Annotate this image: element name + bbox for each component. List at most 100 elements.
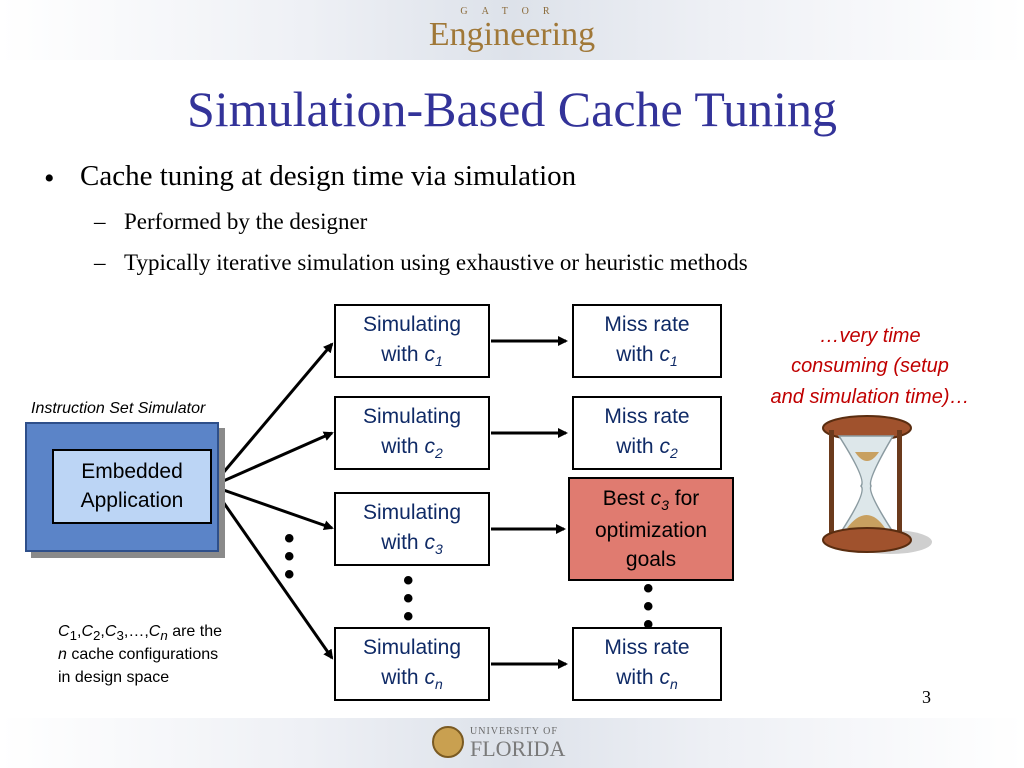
sim-config: with c3 <box>381 528 442 560</box>
embedded-application-box: Embedded Application <box>52 449 212 524</box>
caption-line-1: C1,C2,C3,…,Cn are the <box>58 623 222 643</box>
caption-sep: , <box>100 623 105 640</box>
ellipsis-dots-right: • • • <box>643 572 654 641</box>
c-subscript: 1 <box>434 352 443 369</box>
with-text: with <box>616 434 660 458</box>
sim-box-c2: Simulating with c2 <box>334 396 490 470</box>
c-symbol: C <box>148 623 161 640</box>
iss-label: Instruction Set Simulator <box>31 400 206 417</box>
miss-label: Miss rate <box>604 313 690 337</box>
miss-label: Miss rate <box>604 405 690 429</box>
ellipsis-dots-middle: • • • <box>403 564 414 633</box>
with-text: with <box>616 665 660 689</box>
c-subscript: 3 <box>661 496 669 513</box>
c-symbol: c <box>659 342 670 366</box>
sim-box-cn: Simulating with cn <box>334 627 490 701</box>
page-number: 3 <box>922 687 931 707</box>
sim-config: with cn <box>381 663 442 695</box>
sim-config: with c2 <box>381 432 442 464</box>
c-symbol: c <box>650 486 662 510</box>
arrow-to-sim-3 <box>211 484 334 531</box>
best-text: Best <box>602 486 651 510</box>
c-subscript: 2 <box>434 444 443 461</box>
miss-config: with c2 <box>616 432 677 464</box>
caption-rest-1: cache configurations <box>66 646 219 663</box>
caption-sep: , <box>76 623 82 640</box>
slide-title: Simulation-Based Cache Tuning <box>187 81 837 137</box>
note-line-2: consuming (setup <box>791 355 949 377</box>
c-symbol: c <box>424 434 435 458</box>
logo-gator-text: GATOR <box>460 6 564 17</box>
c-symbol: c <box>659 434 670 458</box>
bullet-marker: • <box>44 162 55 195</box>
best-line-1: Best c3 for <box>603 484 700 516</box>
c-symbol: c <box>424 342 435 366</box>
sim-label: Simulating <box>362 636 462 660</box>
footer-band <box>0 718 1024 768</box>
uf-university-of: UNIVERSITY OF <box>470 726 558 737</box>
caption-are-the: are the <box>167 623 223 640</box>
with-text: with <box>381 530 425 554</box>
c-subscript: 1 <box>669 352 678 369</box>
miss-box-c2: Miss rate with c2 <box>572 396 722 470</box>
c-subscript: 2 <box>669 444 678 461</box>
note-line-1: …very time <box>819 325 921 347</box>
miss-config: with c1 <box>616 340 677 372</box>
logo-engineering-text: Engineering <box>428 16 596 53</box>
dash-marker-2: – <box>94 250 106 275</box>
hourglass-icon <box>822 415 932 554</box>
uf-florida: FLORIDA <box>470 736 566 761</box>
best-line-2: optimization <box>594 518 708 542</box>
best-c3-box: Best c3 for optimization goals <box>568 477 734 581</box>
miss-config: with cn <box>616 663 677 695</box>
subbullet-performed: Performed by the designer <box>124 209 368 234</box>
subbullet-iterative: Typically iterative simulation using exh… <box>124 250 748 275</box>
with-text: with <box>381 434 425 458</box>
uf-seal-icon <box>432 726 464 758</box>
miss-box-cn: Miss rate with cn <box>572 627 722 701</box>
sim-box-c1: Simulating with c1 <box>334 304 490 378</box>
c-subscript: 2 <box>93 628 101 644</box>
header-band <box>0 0 1024 60</box>
c-subscript: 3 <box>116 628 124 644</box>
c-symbol: C <box>81 623 93 640</box>
sim-label: Simulating <box>362 313 462 337</box>
dash-marker-1: – <box>94 209 106 234</box>
note-line-3: and simulation time)… <box>770 386 970 408</box>
caption-sep: , <box>123 623 129 640</box>
gator-engineering-logo: GATOR Engineering <box>412 4 612 56</box>
c-symbol: c <box>424 665 435 689</box>
sim-label: Simulating <box>362 405 462 429</box>
caption-line-2: n cache configurations <box>58 646 218 664</box>
caption-line-3: in design space <box>58 669 170 686</box>
with-text: with <box>381 665 425 689</box>
arrow-to-sim-n <box>210 485 334 660</box>
embedded-line-2: Application <box>80 488 184 512</box>
c-subscript: 1 <box>69 628 77 644</box>
c-symbol: c <box>659 665 670 689</box>
c-symbol: C <box>58 623 70 640</box>
c-subscript: n <box>160 628 168 644</box>
caption-ellipsis: … <box>128 623 145 640</box>
for-text: for <box>668 486 700 510</box>
c-subscript: n <box>434 675 443 692</box>
miss-box-c1: Miss rate with c1 <box>572 304 722 378</box>
embedded-line-1: Embedded <box>81 460 183 484</box>
c-subscript: n <box>669 675 678 692</box>
best-line-3: goals <box>625 547 677 571</box>
sim-box-c3: Simulating with c3 <box>334 492 490 566</box>
arrow-to-sim-1 <box>210 342 334 487</box>
caption-n: n <box>58 646 67 663</box>
arrow-to-sim-2 <box>211 431 334 488</box>
bullet-cache-tuning: Cache tuning at design time via simulati… <box>80 160 577 192</box>
caption-sep: , <box>144 623 149 640</box>
sim-label: Simulating <box>362 501 462 525</box>
sim-config: with c1 <box>381 340 442 372</box>
c-subscript: 3 <box>434 540 443 557</box>
with-text: with <box>381 342 425 366</box>
miss-label: Miss rate <box>604 636 690 660</box>
uf-logo: UNIVERSITY OF FLORIDA <box>430 724 580 764</box>
c-symbol: C <box>104 623 117 640</box>
with-text: with <box>616 342 660 366</box>
